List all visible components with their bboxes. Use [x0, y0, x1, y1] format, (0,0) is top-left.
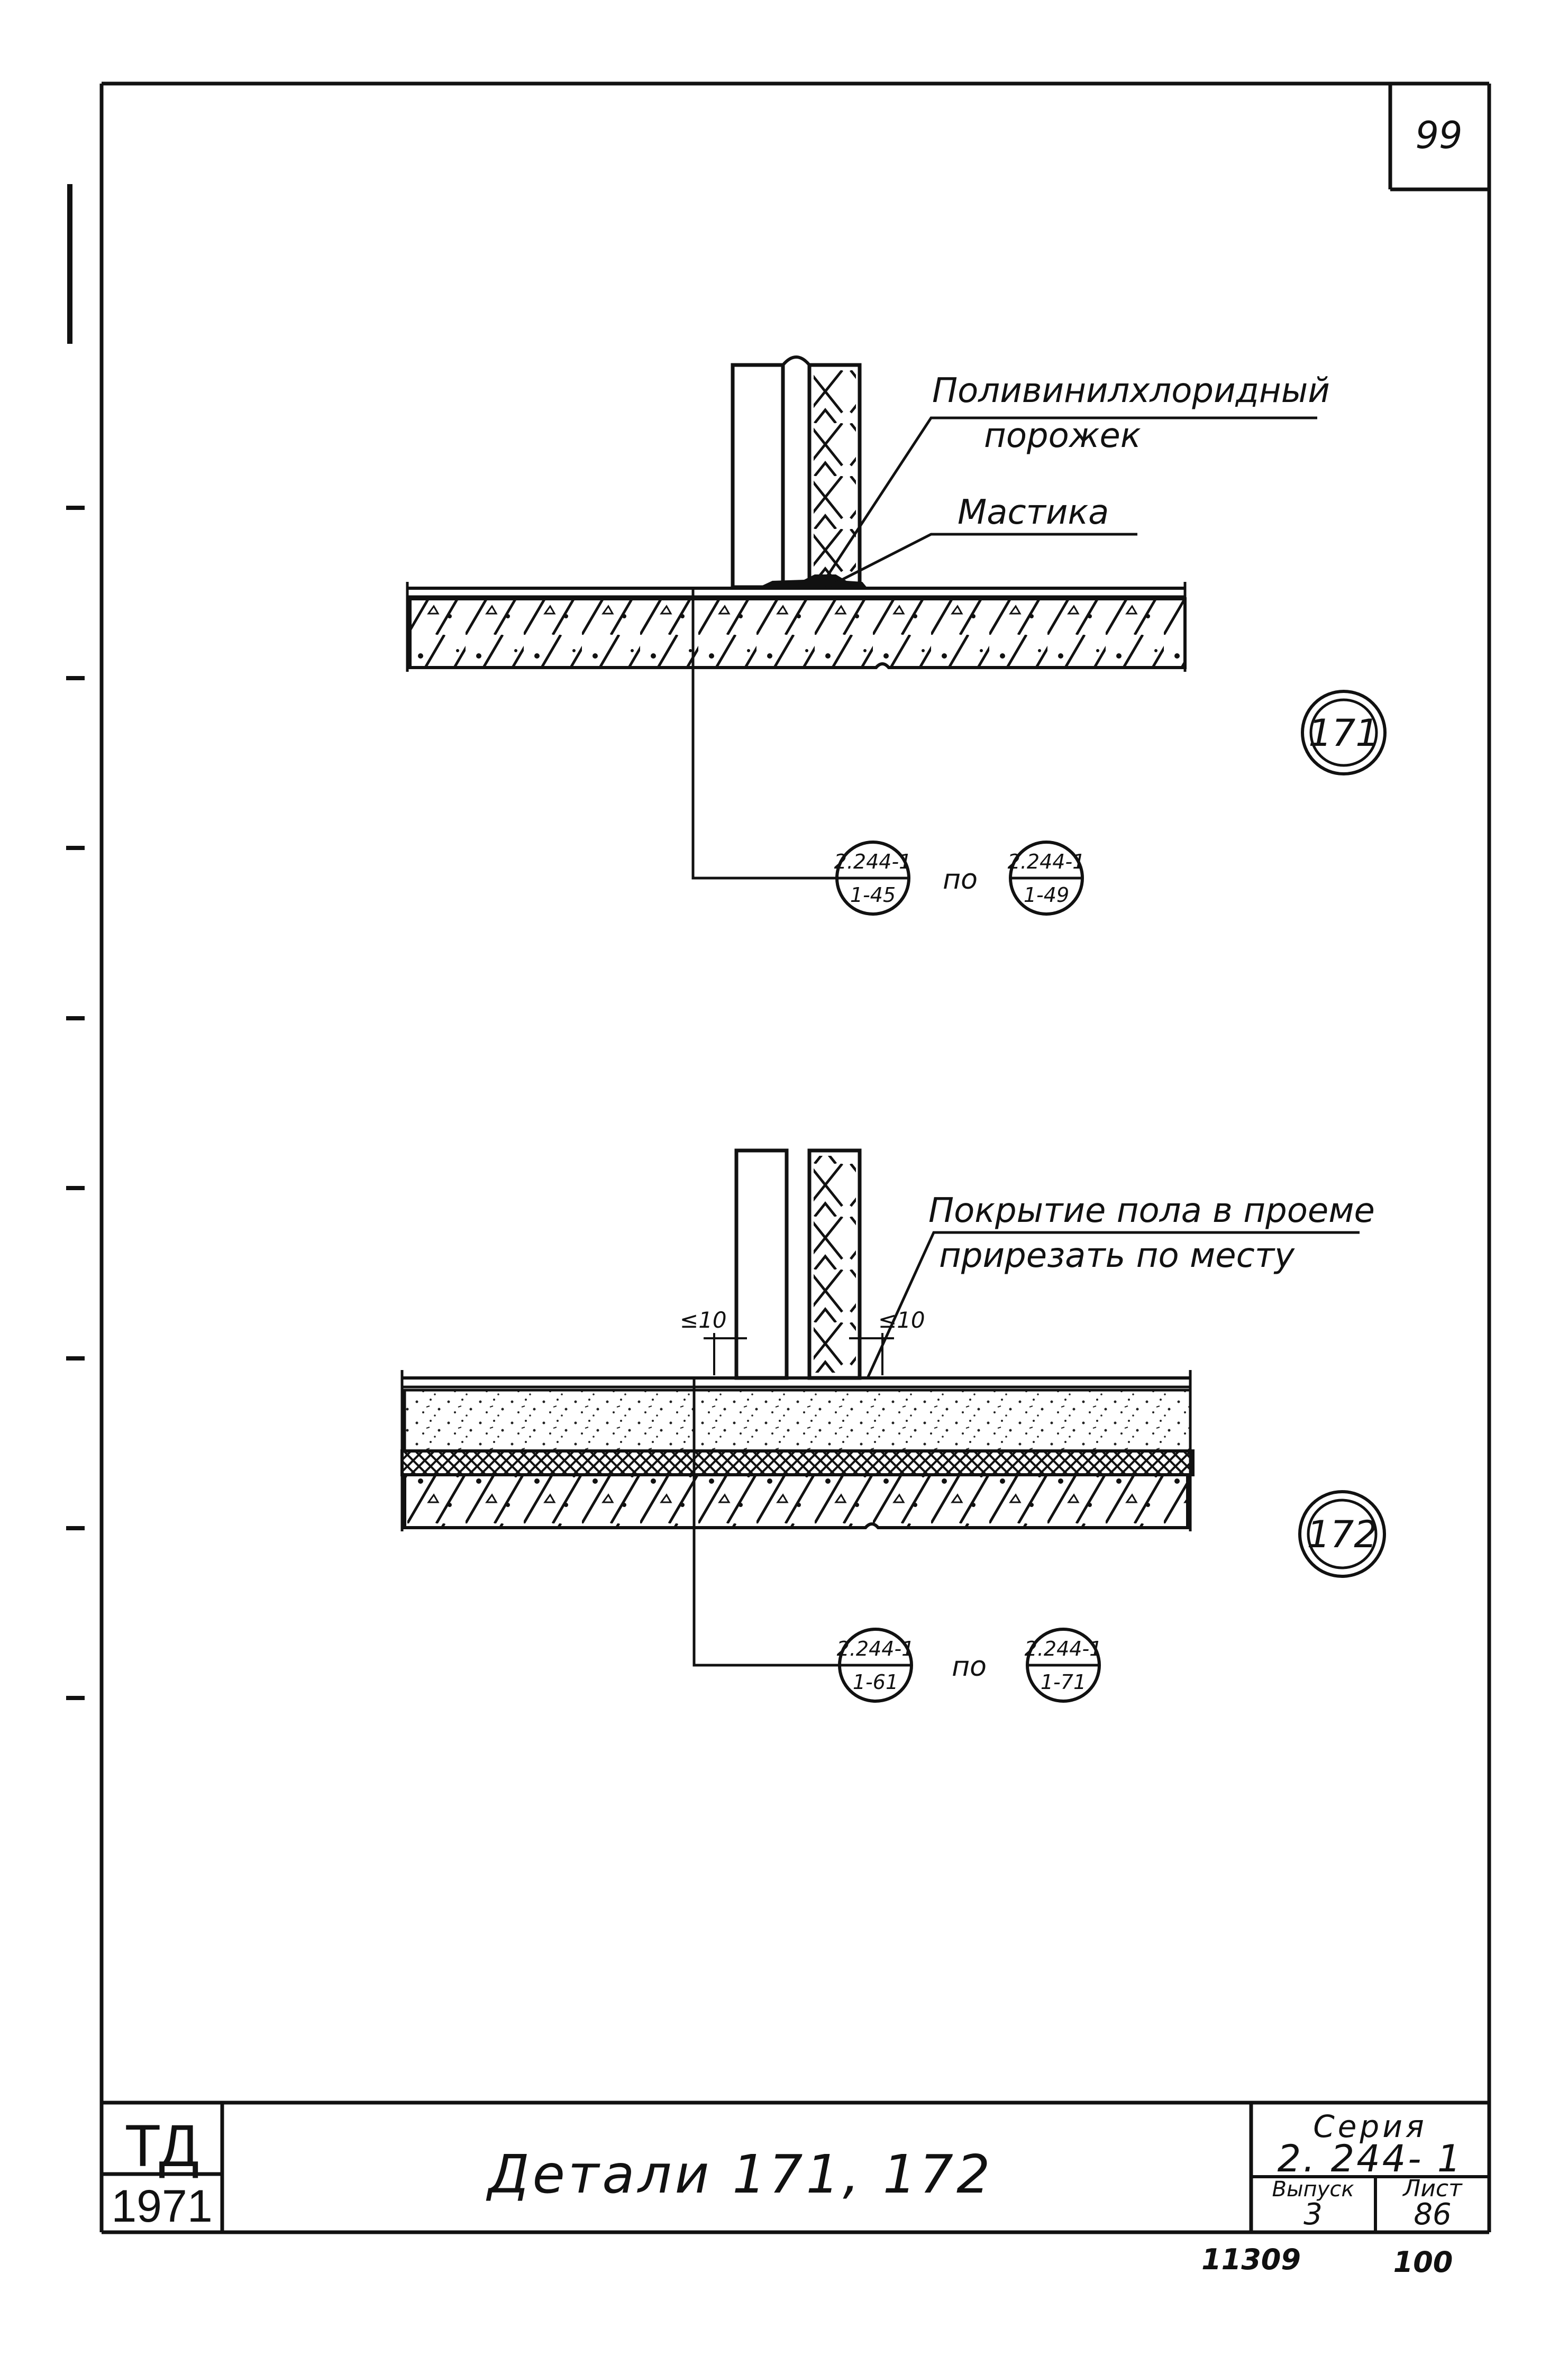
wall-171 — [731, 355, 862, 589]
ref-171-between: по — [943, 864, 978, 896]
label-mastic: Мастика — [958, 493, 1109, 532]
screed-layer-172 — [403, 1389, 1192, 1453]
org-mark: ТД — [125, 2113, 199, 2179]
detail-reference-172-a: 2.244-1 1-61 — [837, 1628, 915, 1703]
footer-number-right: 100 — [1393, 2245, 1453, 2279]
title-block: ТД 1971 Детали 171, 172 Серия 2. 244- 1 … — [102, 2101, 1489, 2232]
detail-reference-172-b: 2.244-1 1-71 — [1025, 1628, 1102, 1703]
detail-172: ≤10 ≤10 Покрытие пола в проеме прирезать… — [400, 1148, 1386, 1703]
gap-left-label: ≤10 — [680, 1307, 727, 1333]
ref-171-b-top: 2.244-1 — [1008, 850, 1086, 873]
ref-171-a-bottom: 1-45 — [850, 883, 896, 907]
sheet-frame — [66, 81, 1491, 2234]
gap-right-label: ≤10 — [878, 1307, 925, 1333]
label-floor-covering-line2: прирезать по месту — [939, 1236, 1295, 1275]
label-floor-covering: Покрытие пола в проеме — [928, 1191, 1375, 1230]
drawing-title: Детали 171, 172 — [486, 2143, 993, 2205]
marker-172-label: 172 — [1307, 1513, 1378, 1556]
leader-pvc — [824, 416, 1317, 580]
issue-label: Выпуск — [1272, 2177, 1354, 2202]
ref-172-b-top: 2.244-1 — [1025, 1637, 1102, 1660]
reference-line-171 — [691, 588, 838, 880]
detail-reference-171-a: 2.244-1 1-45 — [834, 841, 912, 916]
sheet-number: 99 — [1415, 114, 1462, 157]
ref-172-a-top: 2.244-1 — [837, 1637, 915, 1660]
concrete-slab-171 — [406, 582, 1187, 672]
detail-marker-172: 172 — [1298, 1490, 1386, 1578]
insulation-layer-172 — [400, 1449, 1195, 1476]
detail-reference-171-b: 2.244-1 1-49 — [1008, 841, 1086, 916]
footer: 11309 100 — [1201, 2243, 1453, 2279]
concrete-slab-172 — [400, 1370, 1192, 1531]
ref-172-b-bottom: 1-71 — [1041, 1670, 1086, 1694]
sheet-label: Лист — [1402, 2175, 1463, 2202]
ref-171-b-bottom: 1-49 — [1024, 883, 1069, 907]
marker-171-label: 171 — [1308, 711, 1379, 755]
pvc-threshold — [756, 574, 868, 588]
ref-172-a-bottom: 1-61 — [853, 1670, 898, 1694]
year: 1971 — [111, 2181, 212, 2232]
ref-171-a-top: 2.244-1 — [834, 850, 912, 873]
label-pvc-threshold: Поливинилхлоридный — [932, 371, 1330, 410]
series-value: 2. 244- 1 — [1278, 2137, 1463, 2180]
series-label: Серия — [1313, 2108, 1427, 2144]
reference-line-172 — [692, 1378, 841, 1667]
detail-marker-171: 171 — [1301, 690, 1387, 775]
footer-number-left: 11309 — [1201, 2243, 1301, 2276]
detail-171: Поливинилхлоридный порожек Мастика 2.244… — [406, 355, 1387, 916]
floor-covering-172 — [402, 1376, 1190, 1389]
leader-floor-covering — [866, 1231, 1360, 1379]
sheet-value: 86 — [1414, 2197, 1451, 2232]
label-pvc-threshold-line2: порожек — [984, 416, 1141, 455]
ref-172-between: по — [952, 1651, 987, 1683]
gap-dimensions: ≤10 ≤10 — [680, 1307, 925, 1375]
wall-172 — [734, 1148, 862, 1380]
leader-mastic — [767, 533, 1137, 590]
issue-value: 3 — [1303, 2197, 1323, 2232]
sheet-number-box: 99 — [1388, 84, 1489, 191]
